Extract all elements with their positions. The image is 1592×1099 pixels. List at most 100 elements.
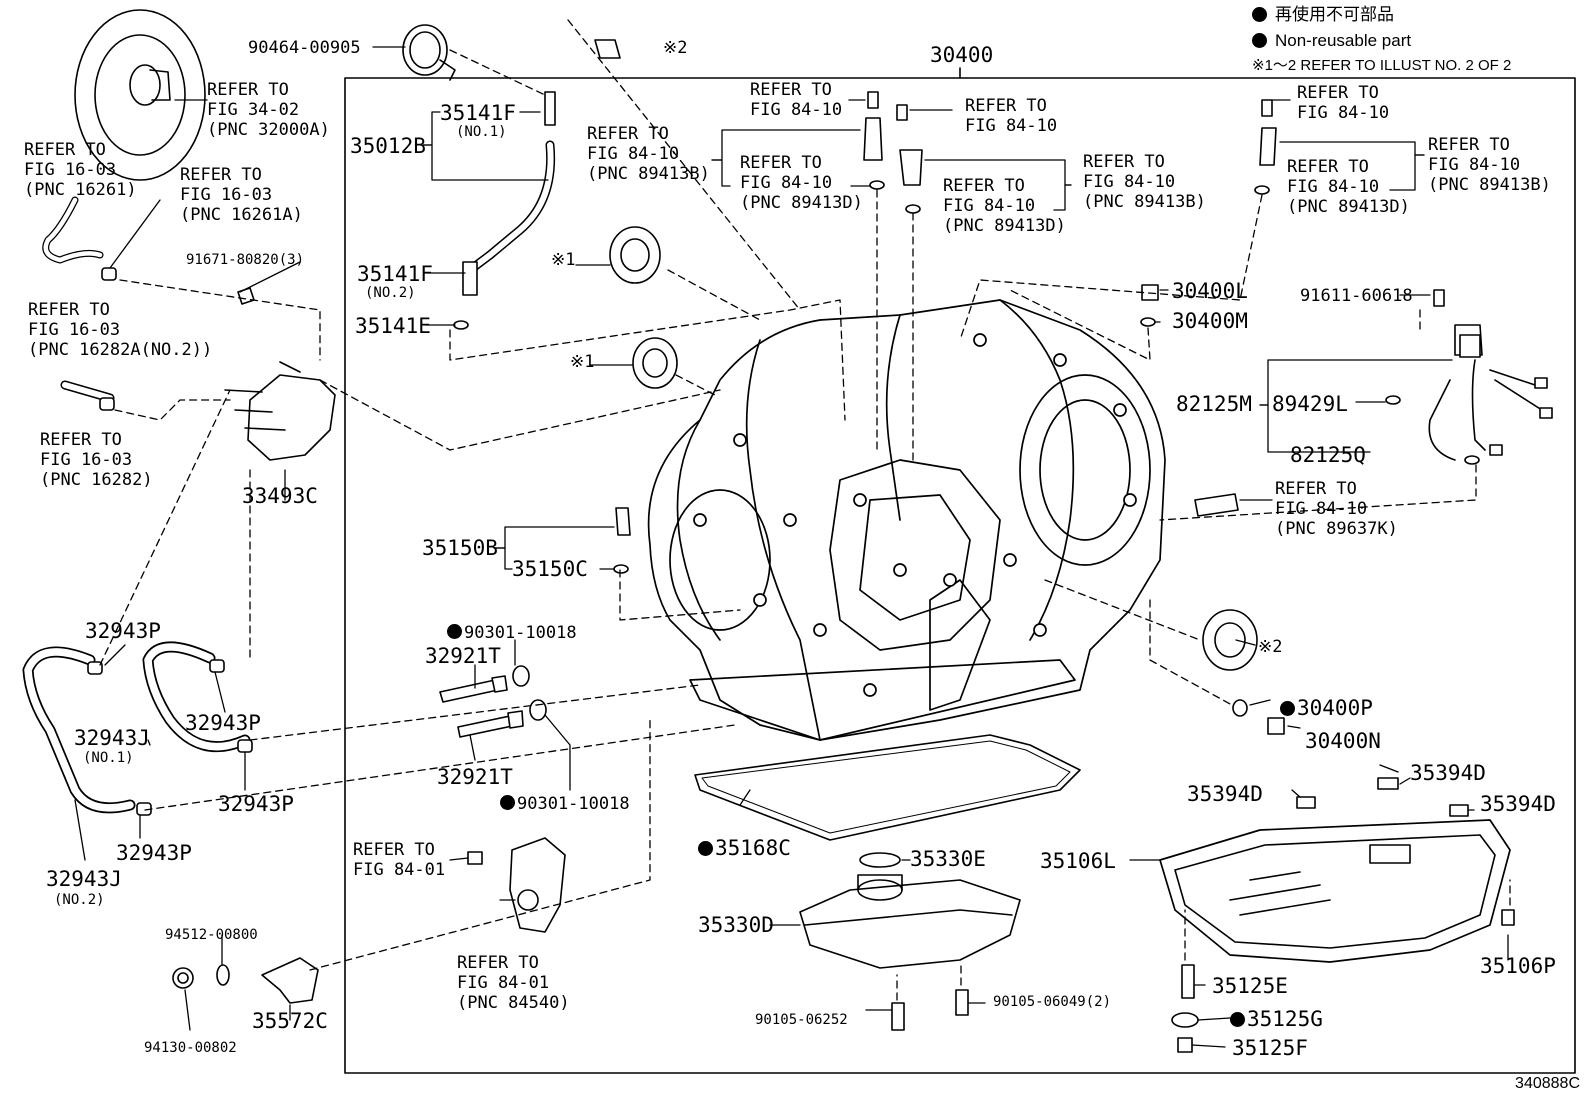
part-sub-label: (NO.1) <box>456 124 507 140</box>
part-label[interactable]: 35168C <box>698 837 791 859</box>
part-label[interactable]: 32943J <box>74 726 150 750</box>
part-label[interactable]: 35150B <box>422 536 498 560</box>
transmission-case <box>647 299 1166 741</box>
part-label[interactable]: 90301-10018 <box>500 794 630 814</box>
oil-strainer <box>799 874 1021 969</box>
part-label[interactable]: 35330D <box>698 913 774 937</box>
strainer-oring <box>859 852 901 868</box>
part-label[interactable]: 35141F <box>357 262 433 286</box>
part-label[interactable]: 91611-60618 <box>1300 286 1413 306</box>
wire-harness <box>1428 334 1553 461</box>
nonreusable-icon <box>698 841 713 856</box>
gasket-90301-b <box>529 699 547 721</box>
part-label[interactable]: 32943J <box>46 867 122 891</box>
part-label[interactable]: 90464-00905 <box>248 38 361 58</box>
part-label[interactable]: 32943P <box>185 711 261 735</box>
part-label[interactable]: 32943P <box>116 841 192 865</box>
part-sub-label: (NO.2) <box>54 892 105 908</box>
neutral-start-switch <box>509 837 566 933</box>
note-mark: ※2 <box>1258 637 1283 657</box>
part-label[interactable]: 32921T <box>437 765 513 789</box>
part-label[interactable]: 35141F <box>440 101 516 125</box>
part-label[interactable]: 35125G <box>1230 1008 1323 1030</box>
part-label[interactable]: 91671-80820(3) <box>186 252 305 268</box>
part-label[interactable]: 35141E <box>355 314 431 338</box>
part-label[interactable]: 35106P <box>1480 954 1556 978</box>
bullet-icon <box>1252 7 1267 22</box>
part-label[interactable]: 35125F <box>1232 1036 1308 1060</box>
note-mark: ※1 <box>551 250 576 270</box>
part-label[interactable]: 94512-00800 <box>165 927 258 943</box>
part-label[interactable]: 35150C <box>512 557 588 581</box>
part-label[interactable]: 90105-06049(2) <box>993 994 1112 1010</box>
legend-reuse-jp: 再使用不可部品 <box>1252 4 1394 26</box>
hose-clips <box>87 267 253 816</box>
part-sub-label: (NO.1) <box>83 750 134 766</box>
nonreusable-icon <box>1280 701 1295 716</box>
part-label[interactable]: 30400P <box>1280 697 1373 719</box>
part-label[interactable]: 35106L <box>1040 849 1116 873</box>
small-fasteners <box>237 39 1515 1053</box>
part-label[interactable]: 30400N <box>1305 729 1381 753</box>
legend-note: ※1～2 REFER TO ILLUST NO. 2 OF 2 <box>1252 57 1512 74</box>
nonreusable-icon <box>447 624 462 639</box>
dashed-leaders <box>99 19 1511 1001</box>
part-label[interactable]: 32943P <box>218 792 294 816</box>
part-label[interactable]: 35394D <box>1480 792 1556 816</box>
part-label[interactable]: 90105-06252 <box>755 1012 848 1028</box>
nonreusable-icon <box>1230 1012 1245 1027</box>
part-label[interactable]: 30400M <box>1172 309 1248 333</box>
part-label[interactable]: 90301-10018 <box>447 623 577 643</box>
part-label[interactable]: 35394D <box>1410 761 1486 785</box>
part-label[interactable]: 82125M <box>1176 392 1252 416</box>
oil-seals <box>609 226 1258 671</box>
part-label[interactable]: 32921T <box>425 644 501 668</box>
note-mark: ※2 <box>663 38 688 58</box>
note-mark: ※1 <box>570 352 595 372</box>
part-label[interactable]: 35330E <box>910 847 986 871</box>
nonreusable-icon <box>500 795 515 810</box>
part-label[interactable]: 32943P <box>85 619 161 643</box>
washer-35125g <box>1171 1012 1199 1028</box>
part-label[interactable]: 35012B <box>350 134 426 158</box>
oil-cooler-cover <box>224 361 336 461</box>
part-label[interactable]: 94130-00802 <box>144 1040 237 1056</box>
main-part-number: 30400 <box>930 43 994 67</box>
part-label[interactable]: 35125E <box>1212 974 1288 998</box>
washer-94512 <box>216 964 230 986</box>
lever-35572c <box>261 957 319 1004</box>
oil-pan-gasket <box>694 734 1081 841</box>
clamp-90464 <box>402 24 456 81</box>
part-label[interactable]: 30400L <box>1172 279 1248 303</box>
gasket-90301-a <box>512 665 530 687</box>
oil-pan <box>1159 819 1511 963</box>
union-fittings <box>439 675 524 738</box>
nut-94130 <box>172 967 194 989</box>
torque-converter <box>74 9 206 181</box>
legend-nonreusable: Non-reusable part <box>1252 30 1411 52</box>
part-label[interactable]: 35394D <box>1187 782 1263 806</box>
leader-lines <box>74 46 1509 1048</box>
part-label[interactable]: 35572C <box>252 1009 328 1033</box>
part-label[interactable]: 33493C <box>242 484 318 508</box>
part-label[interactable]: 82125Q <box>1290 443 1366 467</box>
part-label[interactable]: 89429L <box>1272 392 1348 416</box>
